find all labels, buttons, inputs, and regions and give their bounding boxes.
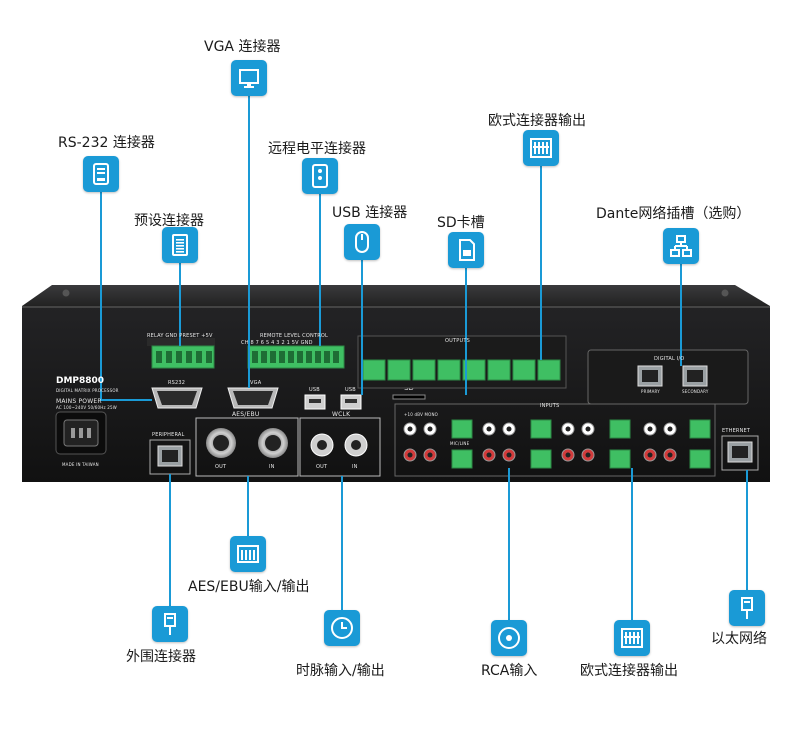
outputs-label: OUTPUTS <box>445 338 470 344</box>
disc-icon <box>491 620 527 656</box>
clock-icon <box>324 610 360 646</box>
vga-label: VGA <box>250 380 262 386</box>
wclk-out-label: OUT <box>316 464 328 470</box>
wclk-in-label: IN <box>352 464 358 470</box>
mono-label: +10 dBV MONO <box>404 412 439 417</box>
remote-control-icon <box>302 158 338 194</box>
mic-line-label: MIC/LINE <box>450 441 470 446</box>
primary-label: PRIMARY <box>641 389 660 394</box>
wclk-callout-label: 时脉输入/输出 <box>296 663 385 679</box>
sd-callout-label: SD卡槽 <box>437 215 485 231</box>
wclk-section <box>299 417 381 477</box>
peripheral-callout-label: 外围连接器 <box>126 649 196 665</box>
ethernet-panel-label: ETHERNET <box>722 428 751 434</box>
dante-callout-label: Dante网络插槽（选购） <box>596 206 751 222</box>
preset-list-icon <box>162 227 198 263</box>
made-in-label: MADE IN TAIWAN <box>62 462 99 467</box>
relay-preset-label: RELAY GND PRESET +5V <box>147 333 213 339</box>
aes-ebu-callout-label: AES/EBU输入/输出 <box>188 579 310 595</box>
inputs-label: INPUTS <box>540 403 560 409</box>
euro-out-top-callout-label: 欧式连接器输出 <box>488 113 586 129</box>
euro-out-bottom-callout-label: 欧式连接器输出 <box>580 663 678 679</box>
rs232-callout-label: RS-232 连接器 <box>58 135 155 151</box>
vga-port <box>227 387 279 409</box>
output-terminal-blocks <box>362 359 561 381</box>
ethernet-callout-label: 以太网络 <box>711 631 767 647</box>
ethernet-plug-icon <box>152 606 188 642</box>
sd-slot <box>392 394 426 400</box>
model-name: DMP8800 <box>56 376 105 386</box>
mains-power-label: MAINS POWER <box>56 398 102 405</box>
serial-port-icon <box>83 156 119 192</box>
rs232-port <box>151 387 203 409</box>
remote-level-label: REMOTE LEVEL CONTROL <box>260 333 329 339</box>
input-channels <box>403 419 711 469</box>
wclk-label: WCLK <box>332 411 351 418</box>
remote-level-terminal-block <box>247 345 345 369</box>
peripheral-label: PERIPHERAL <box>152 432 185 438</box>
aes-in-label: IN <box>269 464 275 470</box>
preset-callout-label: 预设连接器 <box>134 213 204 229</box>
rack-top <box>22 285 770 306</box>
usb-callout-label: USB 连接器 <box>332 205 408 221</box>
digital-io-label: DIGITAL I/O <box>654 356 685 362</box>
aes-ebu-label: AES/EBU <box>232 411 260 418</box>
ethernet-plug-icon <box>729 590 765 626</box>
usb1-label: USB <box>309 387 320 393</box>
inputs-section <box>394 403 716 477</box>
monitor-icon <box>231 60 267 96</box>
rs232-label: RS232 <box>168 380 186 386</box>
usb2-label: USB <box>345 387 356 393</box>
aes-out-label: OUT <box>215 464 227 470</box>
network-icon <box>663 228 699 264</box>
rca-callout-label: RCA输入 <box>481 663 538 679</box>
preset-terminal-block <box>151 345 215 369</box>
mains-spec: AC 100~240V 50/60Hz 25W <box>56 405 117 410</box>
sd-card-icon <box>448 232 484 268</box>
mouse-icon <box>344 224 380 260</box>
ch-row-label: CH 8 7 6 5 4 3 2 1 5V GND <box>241 340 313 346</box>
connector-bank-icon <box>230 536 266 572</box>
vga-callout-label: VGA 连接器 <box>204 39 281 55</box>
callout-lines <box>100 92 748 620</box>
terminal-block-icon <box>614 620 650 656</box>
secondary-label: SECONDARY <box>682 389 709 394</box>
model-subtitle: DIGITAL MATRIX PROCESSOR <box>56 388 119 393</box>
remote-level-callout-label: 远程电平连接器 <box>268 141 366 157</box>
terminal-block-icon <box>523 130 559 166</box>
